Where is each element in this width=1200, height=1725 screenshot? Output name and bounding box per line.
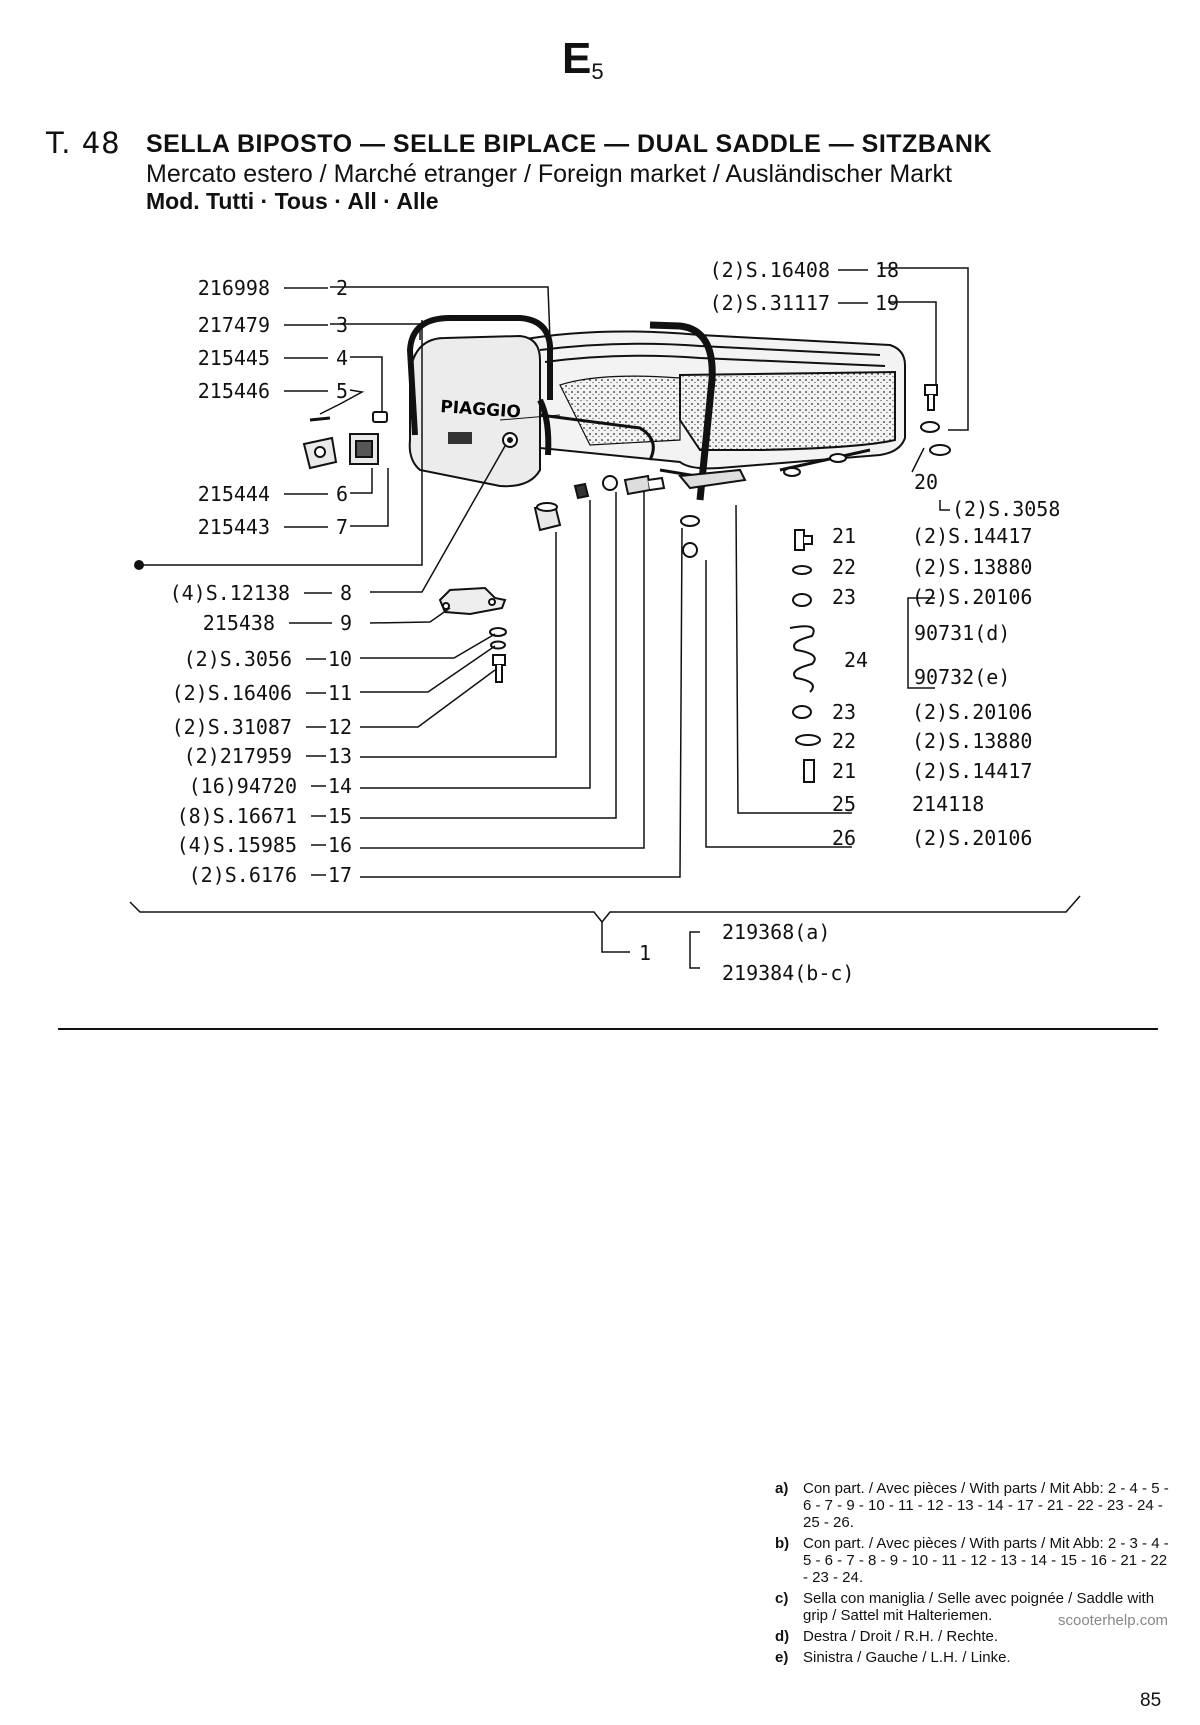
right-part-ref: (2)S.13880 xyxy=(912,729,1032,753)
left-part-ref: (2)217959 xyxy=(184,744,292,768)
section-letter: E xyxy=(562,34,592,83)
right-part-num: 18 xyxy=(875,258,899,282)
market-subtitle: Mercato estero / Marché etranger / Forei… xyxy=(146,160,952,188)
left-part-ref: 215443 xyxy=(198,515,270,539)
part-labels: 216998 2 217479 3 215445 4 215446 5 215444 6 21544… xyxy=(170,258,1061,985)
left-part-num: 6 xyxy=(336,482,348,506)
right-part-ref: 90732(e) xyxy=(914,665,1010,689)
left-part-num: 4 xyxy=(336,346,348,370)
models-line: Mod. Tutti · Tous · All · Alle xyxy=(146,188,439,214)
footnote-key: b) xyxy=(775,1535,790,1552)
footnote-b: b) Con part. / Avec pièces / With parts /… xyxy=(775,1535,1175,1586)
left-part-num: 9 xyxy=(340,611,352,635)
assembly-ref: 219368(a) xyxy=(722,920,830,944)
footnotes: a) Con part. / Avec pièces / With parts /… xyxy=(775,1480,1175,1670)
page-title: SELLA BIPOSTO — SELLE BIPLACE — DUAL SAD… xyxy=(146,130,993,158)
right-part-num: 19 xyxy=(875,291,899,315)
footnote-key: a) xyxy=(775,1480,789,1497)
left-part-ref: 216998 xyxy=(198,276,270,300)
left-part-num: 2 xyxy=(336,276,348,300)
right-part-num: 22 xyxy=(832,729,856,753)
footnote-key: c) xyxy=(775,1590,789,1607)
left-part-ref: (2)S.6176 xyxy=(189,863,297,887)
footnote-text: Destra / Droit / R.H. / Rechte. xyxy=(803,1628,999,1645)
left-part-num: 14 xyxy=(328,774,352,798)
left-part-num: 11 xyxy=(328,681,352,705)
left-part-ref: (4)S.12138 xyxy=(170,581,290,605)
left-part-num: 8 xyxy=(340,581,352,605)
left-part-ref: 215438 xyxy=(203,611,275,635)
right-part-ref: (2)S.16408 xyxy=(710,258,830,282)
assembly-ref: 219384(b-c) xyxy=(722,961,854,985)
left-part-ref: 215445 xyxy=(198,346,270,370)
footnote-key: e) xyxy=(775,1649,789,1666)
right-part-ref: (2)S.14417 xyxy=(912,524,1032,548)
left-part-num: 13 xyxy=(328,744,352,768)
small-parts xyxy=(302,384,951,783)
right-part-ref: 214118 xyxy=(912,792,984,816)
left-part-num: 3 xyxy=(336,313,348,337)
footnote-key: d) xyxy=(775,1628,790,1645)
right-part-ref: (2)S.13880 xyxy=(912,555,1032,579)
right-part-ref: (2)S.20106 xyxy=(912,585,1032,609)
left-part-ref: (2)S.16406 xyxy=(172,681,292,705)
left-part-ref: (4)S.15985 xyxy=(177,833,297,857)
exploded-parts-diagram: PIAGGIO 21699822174793215445421544652154… xyxy=(129,258,1081,985)
right-part-num: 21 xyxy=(832,759,856,783)
footnote-text: Sella con maniglia / Selle avec poignée … xyxy=(803,1590,1155,1624)
right-part-num: 25 xyxy=(832,792,856,816)
section-code: E5 xyxy=(562,34,604,85)
right-part-ref: (2)S.14417 xyxy=(912,759,1032,783)
right-part-num: 22 xyxy=(832,555,856,579)
right-part-num: 23 xyxy=(832,700,856,724)
divider-line xyxy=(58,1028,1158,1030)
left-part-num: 10 xyxy=(328,647,352,671)
left-part-ref: (2)S.3056 xyxy=(184,647,292,671)
footnote-text: Sinistra / Gauche / L.H. / Linke. xyxy=(803,1649,1011,1666)
footnote-d: d) Destra / Droit / R.H. / Rechte. xyxy=(775,1628,1175,1645)
section-number: 5 xyxy=(591,59,604,84)
left-part-ref: (8)S.16671 xyxy=(177,804,297,828)
right-part-ref: (2)S.3058 xyxy=(952,497,1060,521)
left-part-num: 15 xyxy=(328,804,352,828)
left-part-num: 7 xyxy=(336,515,348,539)
page-number: 85 xyxy=(1140,1690,1162,1711)
table-number: T. 48 xyxy=(46,126,121,160)
right-part-ref: (2)S.31117 xyxy=(710,291,830,315)
left-part-num: 17 xyxy=(328,863,352,887)
saddle-illustration xyxy=(406,315,906,501)
right-part-num: 26 xyxy=(832,826,856,850)
right-part-num: 23 xyxy=(832,585,856,609)
footnote-text: Con part. / Avec pièces / With parts / M… xyxy=(803,1480,1169,1531)
footnote-c: c) Sella con maniglia / Selle avec poigné… xyxy=(775,1590,1175,1624)
right-part-num: 21 xyxy=(832,524,856,548)
right-part-ref: (2)S.20106 xyxy=(912,826,1032,850)
footnote-text: Con part. / Avec pièces / With parts / M… xyxy=(803,1535,1169,1586)
left-part-ref: 217479 xyxy=(198,313,270,337)
footnote-a: a) Con part. / Avec pièces / With parts /… xyxy=(775,1480,1175,1531)
footnote-e: e) Sinistra / Gauche / L.H. / Linke. xyxy=(775,1649,1175,1666)
watermark: scooterhelp.com xyxy=(1058,1612,1169,1629)
left-part-ref: 215444 xyxy=(198,482,270,506)
right-part-num: 24 xyxy=(844,648,868,672)
left-part-ref: 215446 xyxy=(198,379,270,403)
assembly-num: 1 xyxy=(639,941,651,965)
leader-lines xyxy=(129,267,1081,969)
right-part-ref: (2)S.20106 xyxy=(912,700,1032,724)
left-part-ref: (2)S.31087 xyxy=(172,715,292,739)
right-part-num: 20 xyxy=(914,470,938,494)
left-part-ref: (16)94720 xyxy=(189,774,297,798)
right-part-ref: 90731(d) xyxy=(914,621,1010,645)
left-part-num: 5 xyxy=(336,379,348,403)
left-part-num: 12 xyxy=(328,715,352,739)
left-part-num: 16 xyxy=(328,833,352,857)
